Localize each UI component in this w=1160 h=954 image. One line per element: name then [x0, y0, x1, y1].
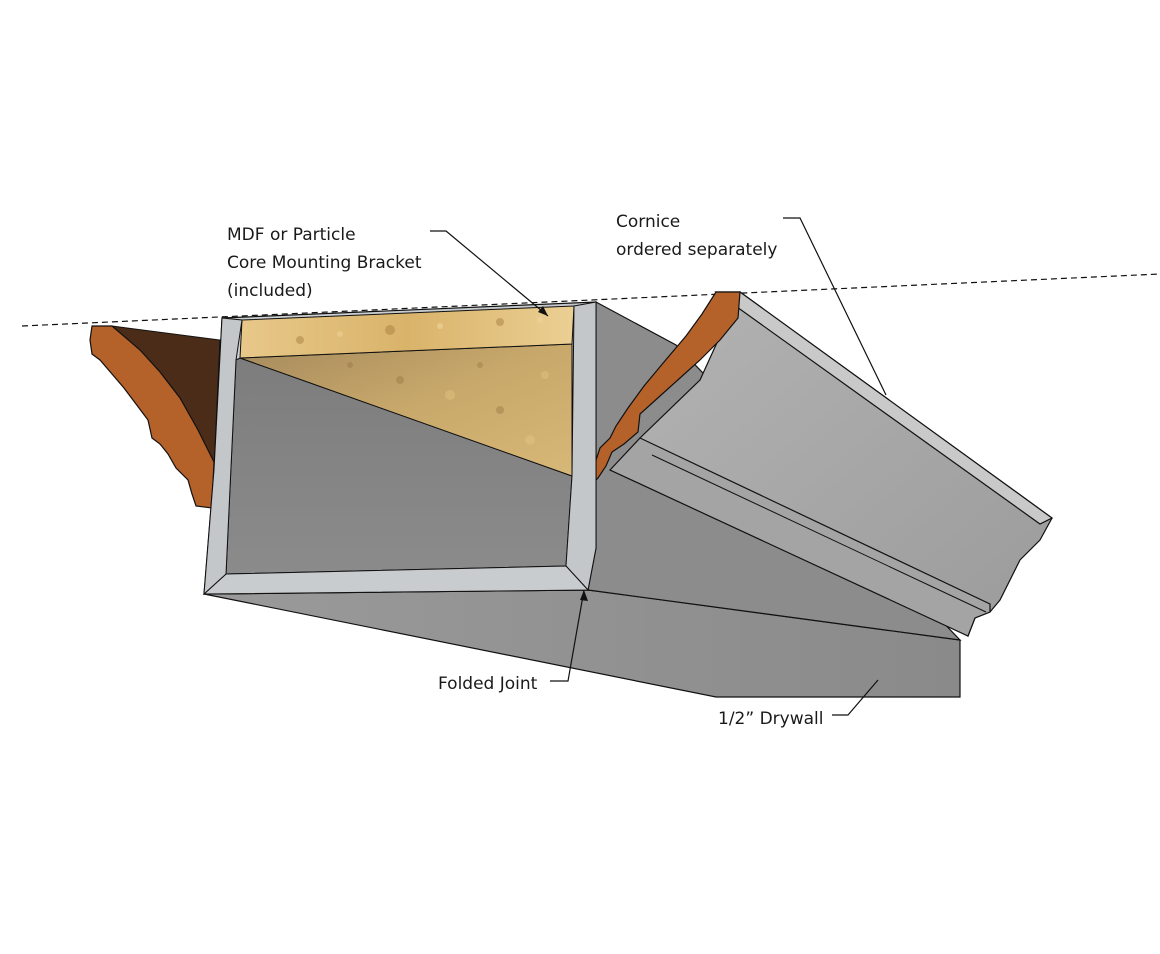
box-left-edge — [203, 317, 243, 596]
cornice-right-bead — [608, 437, 991, 637]
label-folded-joint: Folded Joint — [438, 670, 537, 698]
leader-folded-joint — [550, 589, 585, 682]
leader-mdf-bracket — [430, 230, 549, 317]
label-cornice-line1: Cornice — [616, 212, 681, 232]
leader-cornice — [783, 217, 887, 396]
label-mdf-line1: MDF or Particle — [227, 225, 356, 245]
label-cornice-line2: ordered separately — [616, 240, 778, 260]
arrow-folded-joint — [580, 590, 588, 601]
core-bracket-top — [239, 305, 575, 359]
label-drywall-text: 1/2” Drywall — [718, 709, 824, 729]
label-mdf-bracket: MDF or Particle Core Mounting Bracket (i… — [227, 221, 422, 305]
cornice-right-end-profile — [589, 291, 741, 488]
arrow-mdf-bracket — [538, 306, 548, 316]
label-mdf-line2: Core Mounting Bracket — [227, 253, 422, 273]
particle-texture — [296, 317, 549, 445]
label-cornice: Cornice ordered separately — [616, 208, 777, 264]
leader-drywall — [832, 679, 879, 716]
label-mdf-line3: (included) — [227, 281, 313, 301]
cornice-right-groove — [651, 454, 987, 613]
label-folded-joint-text: Folded Joint — [438, 674, 538, 694]
label-drywall: 1/2” Drywall — [718, 705, 823, 733]
cornice-left-end-profile — [89, 325, 215, 509]
